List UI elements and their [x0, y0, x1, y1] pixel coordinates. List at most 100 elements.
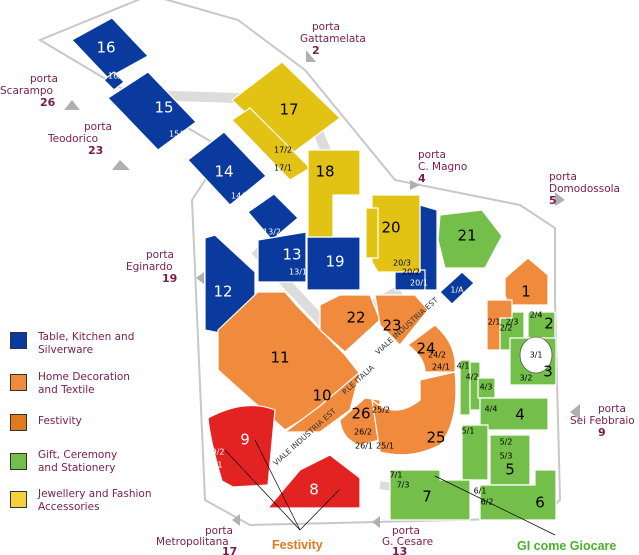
- svg-text:17/1: 17/1: [274, 164, 292, 173]
- svg-text:26/2: 26/2: [354, 428, 372, 437]
- hall-1[interactable]: 1 2/1 2/2: [486, 257, 549, 351]
- hall-5[interactable]: 5/1 5/2 5/3 5: [461, 424, 531, 486]
- svg-text:24/2: 24/2: [428, 351, 446, 360]
- gate-gattamelata: porta Gattamelata 2: [300, 21, 366, 57]
- hall-4[interactable]: 4/1 4/2 4/3 4/4 4: [457, 359, 549, 431]
- svg-text:8: 8: [309, 481, 319, 499]
- svg-text:3/2: 3/2: [520, 374, 533, 383]
- svg-text:18: 18: [315, 163, 334, 181]
- svg-text:1: 1: [521, 283, 531, 301]
- hall-17[interactable]: 17 17/2 17/1: [231, 61, 341, 181]
- svg-text:9/1: 9/1: [210, 461, 223, 470]
- svg-text:porta: porta: [84, 121, 112, 133]
- svg-text:19: 19: [162, 272, 177, 285]
- svg-text:porta: porta: [146, 249, 174, 261]
- legend-home-decoration: Home Decoration and Textile: [38, 371, 130, 396]
- hall-25[interactable]: 25 25/2 25/1: [371, 371, 457, 456]
- svg-text:17/2: 17/2: [274, 146, 292, 155]
- hall-20[interactable]: 20/1: [394, 204, 438, 291]
- svg-text:5: 5: [549, 194, 557, 207]
- svg-text:9: 9: [240, 431, 250, 449]
- svg-text:12: 12: [213, 283, 232, 301]
- legend-festivity: Festivity: [38, 415, 82, 427]
- legend-swatch-green: [10, 453, 27, 470]
- svg-text:Teodorico: Teodorico: [47, 133, 98, 145]
- svg-text:Metropolitana: Metropolitana: [156, 536, 229, 548]
- hall-16-label: 16: [96, 39, 115, 57]
- hall-24[interactable]: 24 24/2 24/1: [407, 324, 456, 373]
- hall-18[interactable]: 18: [307, 149, 361, 238]
- svg-text:21: 21: [457, 227, 476, 245]
- hall-10[interactable]: 10: [284, 371, 361, 433]
- gate-gcesare: porta G. Cesare 13: [382, 525, 433, 555]
- svg-text:24/1: 24/1: [432, 363, 450, 372]
- svg-text:4/3: 4/3: [480, 383, 493, 392]
- svg-text:14/1: 14/1: [224, 207, 242, 216]
- svg-text:Eginardo: Eginardo: [126, 261, 173, 273]
- svg-text:3: 3: [543, 363, 553, 381]
- festivity-callout-lines: [224, 439, 341, 531]
- svg-text:5/1: 5/1: [462, 427, 475, 436]
- gate-seifebbraio: porta Sei Febbraio 9: [570, 403, 635, 439]
- svg-text:16/1: 16/1: [100, 88, 118, 97]
- gate-teodorico: porta Teodorico 23: [47, 121, 112, 157]
- svg-text:4: 4: [418, 172, 426, 185]
- hall-15[interactable]: 15 15/2 15/1: [107, 71, 197, 159]
- svg-text:6: 6: [535, 494, 545, 512]
- svg-text:13/1: 13/1: [289, 268, 307, 277]
- hall-11[interactable]: 11: [217, 291, 361, 431]
- svg-text:4: 4: [515, 406, 525, 424]
- svg-text:7/3: 7/3: [397, 481, 410, 490]
- svg-text:14/2: 14/2: [231, 192, 249, 201]
- svg-text:24: 24: [416, 340, 435, 358]
- svg-text:Sei Febbraio: Sei Febbraio: [570, 415, 635, 427]
- gate-eginardo: porta Eginardo 19: [126, 249, 177, 285]
- svg-text:1/A: 1/A: [450, 286, 464, 295]
- legend-gift-ceremony: Gift, Ceremony and Stationery: [38, 449, 118, 474]
- svg-text:20: 20: [381, 219, 400, 237]
- svg-text:4/2: 4/2: [466, 373, 479, 382]
- svg-text:4/1: 4/1: [457, 362, 470, 371]
- hall-21[interactable]: 21: [437, 209, 503, 269]
- hall-9[interactable]: 9 9/2 9/1: [207, 404, 276, 488]
- hall-23[interactable]: 23: [374, 294, 429, 346]
- hall-1a[interactable]: 1/A: [439, 271, 475, 305]
- hall-2[interactable]: 2 2/4: [527, 311, 556, 341]
- svg-text:26: 26: [40, 96, 56, 109]
- svg-text:22: 22: [346, 309, 365, 327]
- svg-text:2: 2: [544, 315, 554, 333]
- svg-text:23: 23: [88, 144, 103, 157]
- gate-arrow-icon: [64, 50, 580, 528]
- legend-jewellery: Jewellery and Fashion Accessories: [38, 488, 152, 513]
- legend-swatch-orange: [10, 374, 27, 391]
- hall-20-yellow[interactable]: 20 20/3 20/2: [365, 194, 421, 277]
- svg-text:11: 11: [270, 349, 289, 367]
- svg-text:25/2: 25/2: [372, 406, 390, 415]
- hall-13[interactable]: 13/2 13 13/1: [247, 193, 307, 283]
- svg-text:17: 17: [222, 545, 237, 555]
- svg-text:13: 13: [392, 545, 407, 555]
- hall-19[interactable]: 19: [306, 236, 361, 291]
- svg-text:9/2: 9/2: [212, 448, 225, 457]
- gate-scarampo: porta Scarampo 26: [0, 73, 58, 109]
- svg-text:C. Magno: C. Magno: [418, 161, 467, 173]
- legend-swatch-blue: [10, 332, 27, 349]
- svg-text:4/4: 4/4: [485, 405, 498, 414]
- hall-3[interactable]: 3/1 3 3/2: [509, 336, 557, 386]
- hall-14[interactable]: 14 14/2 14/1: [187, 131, 267, 216]
- svg-text:2/4: 2/4: [530, 311, 543, 320]
- legend-swatch-yellow: [10, 491, 27, 508]
- hall-8[interactable]: 8: [267, 454, 361, 509]
- svg-text:23: 23: [382, 317, 401, 335]
- svg-text:5: 5: [505, 461, 515, 479]
- svg-text:7/1: 7/1: [390, 471, 403, 480]
- hall-7[interactable]: 7/1 7/3 7: [389, 469, 471, 521]
- gate-domodossola: porta Domodossola 5: [549, 171, 620, 207]
- svg-text:2/1: 2/1: [488, 318, 501, 327]
- svg-text:porta: porta: [392, 525, 420, 537]
- svg-text:10: 10: [312, 387, 331, 405]
- hall-16[interactable]: 16 16/2 16/1: [71, 17, 149, 97]
- svg-text:2/2: 2/2: [500, 324, 513, 333]
